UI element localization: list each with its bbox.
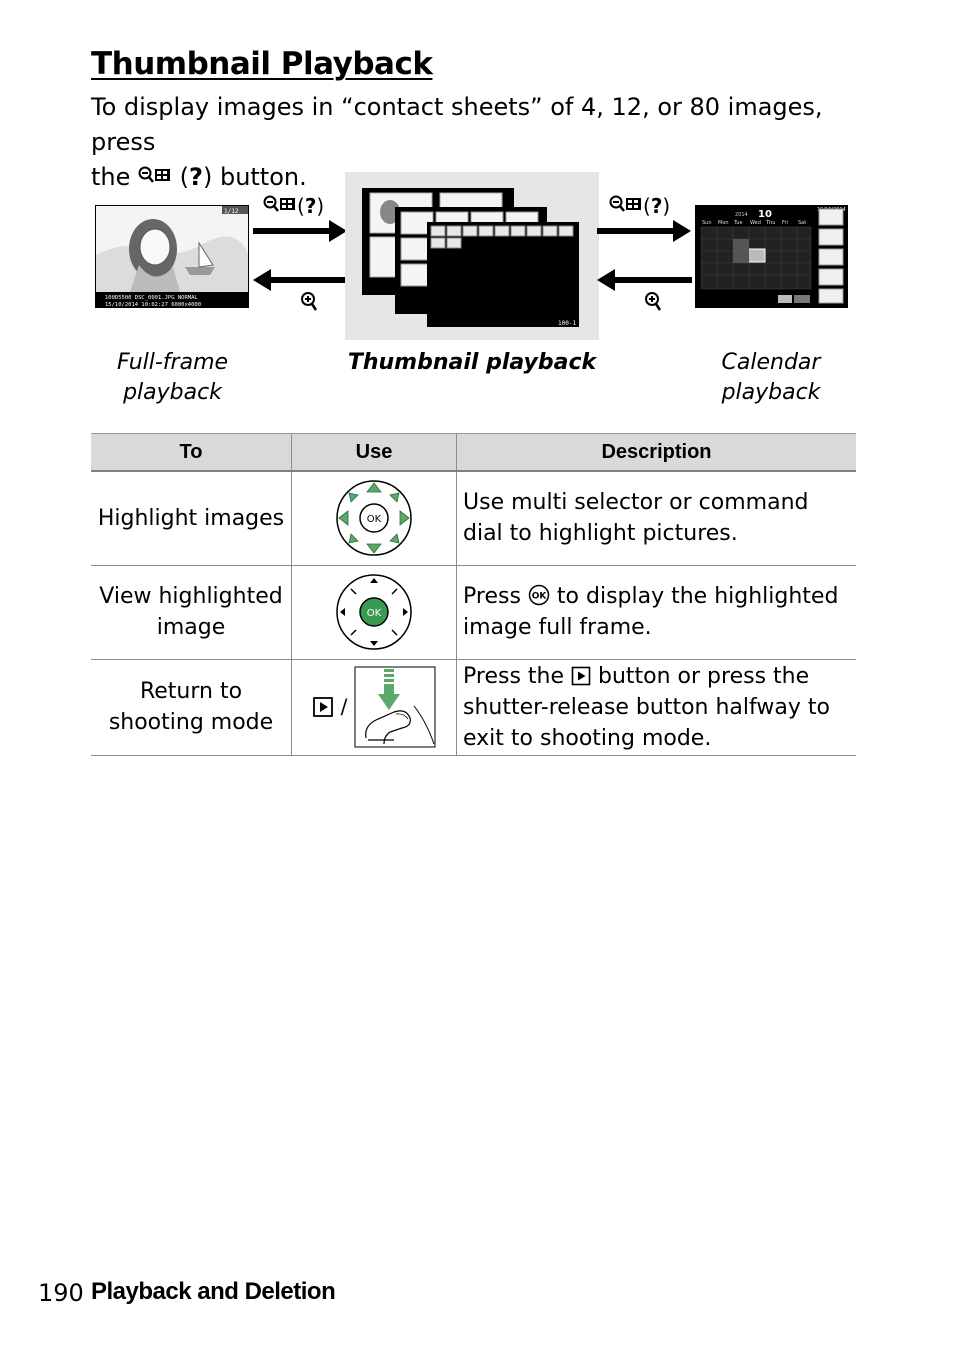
full-frame-caption-line-2: playback	[123, 380, 222, 405]
column-header-to: To	[91, 433, 292, 472]
row-use-cell: /	[291, 659, 457, 756]
calendar-day-label: Wed	[750, 220, 761, 226]
use-slash: /	[340, 694, 348, 719]
ok-icon: OK	[528, 584, 550, 606]
thumbnail-screens: 100-1	[362, 188, 579, 327]
zoom-out-thumbnail-icon	[138, 166, 171, 183]
calendar-day-label: Fri	[782, 220, 788, 226]
calendar-caption: Calendar playback	[691, 348, 851, 408]
calendar-month: 10	[758, 209, 772, 220]
playback-diagram: 1/12 100D5500 DSC_0001.JPG NORMAL 15/10/…	[91, 172, 861, 405]
page-number: 190	[38, 1279, 84, 1307]
full-frame-screen: 1/12 100D5500 DSC_0001.JPG NORMAL 15/10/…	[95, 205, 249, 308]
arrow-label-left-top: (?)	[263, 194, 324, 218]
thumbnail-panel: 100-1	[345, 172, 599, 340]
arrow-key-label-1: ?	[304, 194, 317, 218]
row-description: Press the button or press the shutter-re…	[456, 659, 856, 756]
row-description: Use multi selector or command dial to hi…	[456, 471, 856, 566]
playback-button-icon	[571, 666, 591, 685]
column-header-use: Use	[291, 433, 457, 472]
row-to-label: Return to shooting mode	[91, 659, 292, 756]
shutter-release-icon	[354, 666, 436, 748]
full-frame-info-line-1: 100D5500 DSC_0001.JPG NORMAL	[105, 295, 198, 301]
section-title: Playback and Deletion	[91, 1278, 336, 1305]
ok-label: OK	[367, 514, 382, 525]
table-row: Return to shooting mode /	[91, 659, 856, 756]
calendar-year: 2014	[735, 212, 748, 218]
intro-text: To display images in “contact sheets” of…	[91, 93, 823, 191]
arrow-right-icon	[253, 220, 347, 242]
full-frame-info-line-2: 15/10/2014 10:02:27 6000x4000	[105, 302, 201, 308]
intro-line-2-pre: the	[91, 163, 131, 191]
arrow-label-right-top: (?)	[609, 194, 670, 218]
row-use-cell: OK	[291, 565, 457, 660]
full-frame-caption-line-1: Full-frame	[116, 350, 229, 375]
column-header-description: Description	[456, 433, 856, 472]
row-to-label: View highlighted image	[91, 565, 292, 660]
calendar-day-label: Sat	[798, 220, 806, 226]
calendar-caption-line-1: Calendar	[721, 350, 821, 375]
thumbnail-folder: 100-1	[558, 320, 576, 327]
table-row: Highlight images OK Use multi selector o…	[91, 471, 856, 566]
row-description-post: to display the highlighted image full fr…	[463, 584, 839, 640]
playback-button-icon	[312, 697, 333, 717]
row-description-pre: Press	[463, 584, 521, 609]
zoom-in-icon	[645, 292, 662, 311]
calendar-day-label: Sun	[702, 220, 712, 226]
calendar-day-label: Thu	[765, 220, 775, 226]
full-frame-caption: Full-frame playback	[91, 348, 254, 408]
row-to-label: Highlight images	[91, 471, 292, 566]
calendar-day-label: Mon	[718, 220, 729, 226]
table-header-row: To Use Description	[91, 433, 856, 472]
help-key-label: ?	[189, 163, 203, 191]
intro-line-1: To display images in “contact sheets” of…	[91, 93, 823, 156]
thumbnail-caption: Thumbnail playback	[347, 350, 597, 375]
arrow-left-icon	[597, 269, 692, 291]
row-description-pre: Press the	[463, 663, 564, 689]
page-title: Thumbnail Playback	[91, 46, 433, 82]
zoom-in-icon	[301, 292, 318, 311]
row-description: Press OK to display the highlighted imag…	[456, 565, 856, 660]
calendar-caption-line-2: playback	[721, 380, 821, 405]
row-use-cell: OK	[291, 471, 457, 566]
zoom-out-thumbnail-icon	[263, 195, 295, 212]
arrow-right-icon	[597, 220, 691, 242]
zoom-out-thumbnail-icon	[609, 195, 641, 212]
calendar-day-label: Tue	[733, 220, 743, 226]
arrow-left-icon	[253, 269, 348, 291]
ok-button-selector-icon: OK	[336, 574, 412, 650]
multi-selector-icon: OK	[336, 480, 412, 556]
intro-line-2-post: button.	[219, 163, 307, 191]
operations-table: To Use Description Highlight images OK	[91, 433, 856, 756]
ok-label: OK	[367, 608, 382, 619]
row-description-post: button or press the shutter-release butt…	[463, 663, 830, 751]
full-frame-counter: 1/12	[224, 208, 239, 215]
table-row: View highlighted image OK	[91, 565, 856, 660]
ok-icon-label: OK	[532, 592, 548, 602]
full-frame-photo: 1/12 100D5500 DSC_0001.JPG NORMAL 15/10/…	[96, 206, 248, 308]
arrow-key-label-2: ?	[650, 194, 663, 218]
